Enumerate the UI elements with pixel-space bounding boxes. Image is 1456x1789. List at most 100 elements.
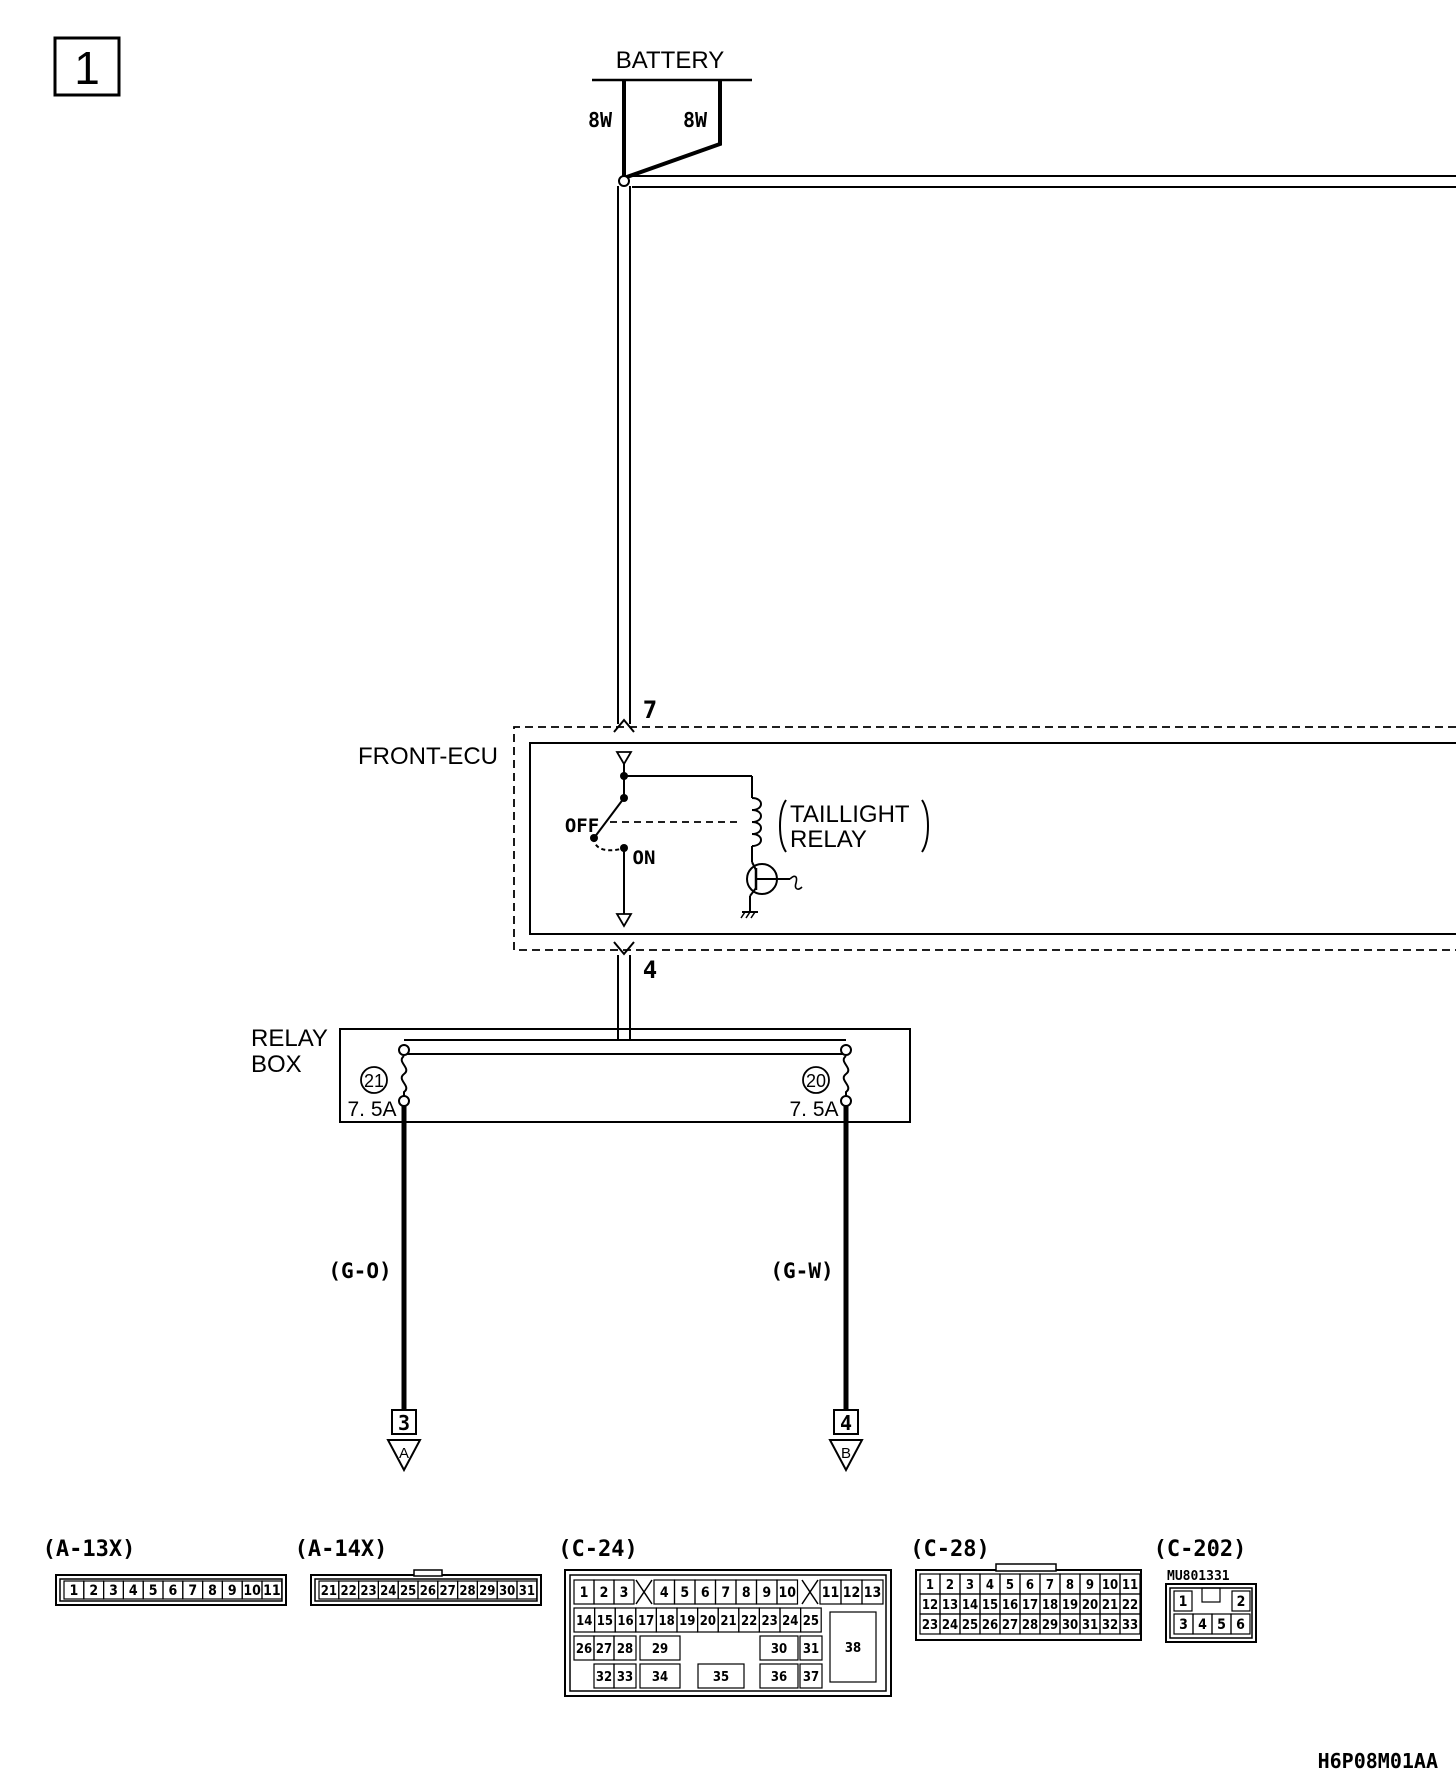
pin-cell (1230, 1613, 1251, 1635)
fuse-left-rating: 7. 5A (347, 1098, 396, 1121)
pin-number: 30 (771, 1642, 787, 1657)
fuse-left-number: 21 (364, 1071, 384, 1091)
pin-number: 26 (982, 1618, 998, 1633)
connection-left-number: 3 (398, 1411, 410, 1435)
transistor-icon (746, 861, 803, 912)
connection-left-arrow-icon (386, 1439, 422, 1473)
pin-number: 1 (1179, 1594, 1188, 1610)
pin-number: 2 (600, 1585, 609, 1601)
pin-number: 14 (962, 1598, 978, 1613)
pin-number: 28 (617, 1642, 633, 1657)
pin-cell (759, 1635, 799, 1661)
pin-number: 35 (713, 1670, 729, 1685)
pin-number: 10 (243, 1583, 261, 1599)
pin-number: 29 (479, 1584, 495, 1599)
pin-number: 23 (922, 1618, 938, 1633)
pin-number: 14 (576, 1614, 592, 1629)
pin-cell (799, 1635, 823, 1661)
relay-label-2: RELAY (790, 826, 867, 853)
pin-number: 7 (188, 1583, 197, 1599)
pin-cell (759, 1663, 799, 1689)
pin-number: 29 (1042, 1618, 1058, 1633)
pin-number: 4 (986, 1578, 994, 1593)
fuse-right-icon (842, 1055, 850, 1096)
pin-number: 11 (822, 1585, 840, 1601)
pin-number: 6 (1236, 1617, 1245, 1633)
pin-number: 3 (109, 1583, 118, 1599)
fuse-right-rating: 7. 5A (789, 1098, 838, 1121)
pin-number: 19 (679, 1614, 695, 1629)
pin-number: 22 (1122, 1598, 1138, 1613)
pin-number: 31 (1082, 1618, 1098, 1633)
fuse-left-icon (400, 1055, 408, 1096)
connection-right-letter: B (841, 1445, 851, 1462)
pin-number: 5 (680, 1585, 689, 1601)
pin-cell (1173, 1590, 1193, 1612)
front-ecu-label: FRONT-ECU (358, 743, 498, 770)
relay-box-block: RELAY BOX 21 7. 5A 20 7. 5A (251, 1025, 911, 1123)
pin-number: 11 (263, 1583, 281, 1599)
pin-number: 32 (596, 1670, 612, 1685)
pin-number: 25 (400, 1584, 416, 1599)
pin-number: 33 (617, 1670, 633, 1685)
pin-number: 18 (1042, 1598, 1058, 1613)
figure-code: H6P08M01AA (1318, 1749, 1438, 1773)
pin-number: 16 (1002, 1598, 1018, 1613)
pin-number: 30 (499, 1584, 515, 1599)
pin-number: 24 (782, 1614, 798, 1629)
pin-cell (613, 1579, 635, 1605)
pin-number: 5 (149, 1583, 158, 1599)
connection-marker-right: 4 B (828, 1409, 864, 1473)
pin-number: 1 (926, 1578, 934, 1593)
pin-cell (261, 1580, 283, 1600)
pin-number: 10 (778, 1585, 796, 1601)
connection-left-letter: A (399, 1445, 409, 1462)
pin-number: 28 (459, 1584, 475, 1599)
pin-cell (1119, 1613, 1141, 1635)
connection-right-number: 4 (840, 1411, 852, 1435)
front-ecu-block: FRONT-ECU 7 4 OFF ON (358, 696, 1456, 984)
pin-number: 36 (771, 1670, 787, 1685)
sheet-number-box: 1 (53, 36, 121, 97)
pin-number: 33 (1122, 1618, 1138, 1633)
pin-number: 12 (922, 1598, 938, 1613)
pin-number: 22 (341, 1584, 357, 1599)
pin-number: 7 (721, 1585, 730, 1601)
switch-on-label: ON (633, 847, 656, 869)
pin-number: 7 (1046, 1578, 1054, 1593)
pin-number: 13 (864, 1585, 882, 1601)
pin-cell (799, 1607, 822, 1633)
output-wires: (G-O) (G-W) (328, 1106, 849, 1410)
pin-cell (697, 1663, 745, 1689)
pin-cell (613, 1663, 637, 1689)
fuse-right-number: 20 (806, 1071, 826, 1091)
pin-number: 8 (742, 1585, 751, 1601)
pin-number: 27 (596, 1642, 612, 1657)
pin-number: 27 (440, 1584, 456, 1599)
pin-number: 11 (1122, 1578, 1138, 1593)
pin-number: 3 (966, 1578, 974, 1593)
pin-number: 20 (700, 1614, 716, 1629)
pin-number: 25 (962, 1618, 978, 1633)
pin-number: 3 (1179, 1617, 1188, 1633)
pin-number: 20 (1082, 1598, 1098, 1613)
pin-cell (1231, 1590, 1251, 1612)
pin-number: 4 (660, 1585, 669, 1601)
front-ecu-pin-out: 4 (643, 956, 657, 984)
pin-number: 5 (1217, 1617, 1226, 1633)
pin-cell (639, 1635, 681, 1661)
pin-number: 1 (70, 1583, 79, 1599)
ecu-to-relay-wire (617, 955, 631, 1040)
pin-number: 9 (228, 1583, 237, 1599)
pin-number: 10 (1102, 1578, 1118, 1593)
pin-number: 13 (942, 1598, 958, 1613)
pin-number: 9 (762, 1585, 771, 1601)
pin-number: 21 (720, 1614, 736, 1629)
pin-number: 27 (1002, 1618, 1018, 1633)
connector-label-c28: (C-28) (910, 1537, 989, 1562)
